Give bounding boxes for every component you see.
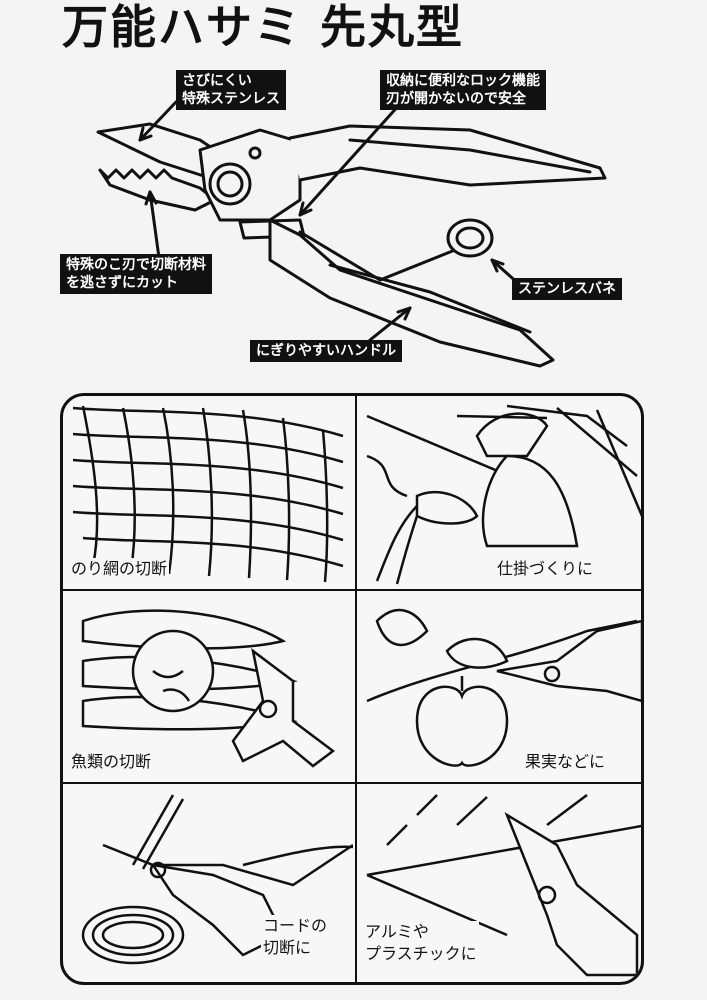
usage-grid: のり網の切断 仕掛づくりに: [60, 393, 644, 985]
callout-saw-blade: 特殊のこ刃で切断材料 を逃さずにカット: [60, 254, 212, 294]
callout-saw-line1: 特殊のこ刃で切断材料: [66, 257, 206, 273]
fish-illustration: [81, 609, 336, 768]
caption-tackle: 仕掛づくりに: [495, 558, 596, 580]
callout-lock: 収納に便利なロック機能 刃が開かないので安全: [380, 70, 546, 110]
callout-stainless-line2: 特殊ステンレス: [182, 91, 280, 107]
scissors-illustration: [96, 100, 607, 368]
fisherman-illustration: [366, 404, 641, 585]
use-cell-fish: 魚類の切断: [63, 591, 353, 786]
sheet-cutting-illustration: [366, 794, 641, 977]
net-illustration: [72, 405, 344, 583]
grid-divider-vertical: [355, 396, 357, 982]
use-cell-nori-net: のり網の切断: [63, 396, 353, 591]
callout-lock-line1: 収納に便利なロック機能: [386, 73, 540, 89]
use-cell-cord: コードの 切断に: [63, 785, 353, 980]
apple-illustration: [366, 609, 641, 767]
callout-spring: ステンレスバネ: [512, 278, 622, 300]
callout-saw-line2: を逃さずにカット: [66, 275, 178, 291]
caption-aluminum-line1: アルミや: [365, 922, 429, 941]
caption-cord: コードの 切断に: [261, 915, 330, 959]
callout-stainless: さびにくい 特殊ステンレス: [176, 70, 286, 110]
page-title: 万能ハサミ 先丸型: [62, 0, 465, 54]
callout-stainless-line1: さびにくい: [182, 73, 252, 89]
grid-divider-2: [63, 782, 641, 784]
caption-cord-line2: 切断に: [263, 938, 312, 957]
use-cell-fruit: 果実などに: [357, 591, 641, 786]
use-cell-aluminum: アルミや プラスチックに: [357, 785, 641, 980]
use-cell-tackle: 仕掛づくりに: [357, 396, 641, 591]
caption-cord-line1: コードの: [263, 916, 328, 935]
caption-nori-net: のり網の切断: [69, 558, 170, 580]
caption-fruit: 果実などに: [523, 751, 608, 773]
caption-fish: 魚類の切断: [69, 751, 154, 773]
caption-aluminum-line2: プラスチックに: [365, 944, 477, 963]
caption-aluminum: アルミや プラスチックに: [363, 921, 479, 965]
cord-illustration: [81, 794, 353, 965]
grid-divider-1: [63, 589, 641, 591]
callout-lock-line2: 刃が開かないので安全: [386, 91, 526, 107]
callout-handle: にぎりやすいハンドル: [250, 340, 402, 362]
